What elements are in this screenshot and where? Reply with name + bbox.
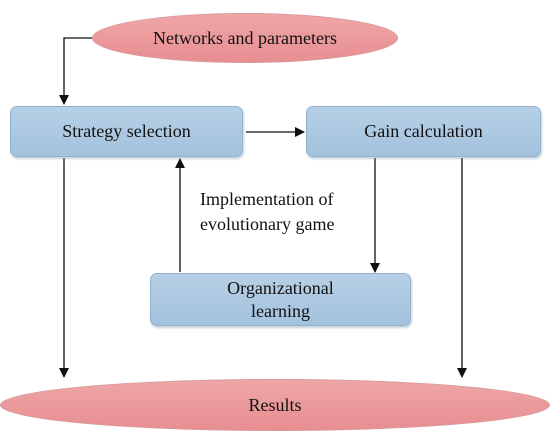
strategy-selection-label: Strategy selection: [62, 121, 191, 141]
organizational-learning-node: Organizational learning: [150, 273, 411, 326]
networks-and-parameters-node: Networks and parameters: [92, 13, 398, 63]
results-node: Results: [0, 379, 550, 431]
organizational-learning-label: Organizational learning: [227, 277, 334, 321]
networks-and-parameters-label: Networks and parameters: [153, 27, 337, 48]
results-label: Results: [248, 394, 302, 415]
strategy-selection-node: Strategy selection: [10, 106, 243, 157]
gain-calculation-node: Gain calculation: [306, 106, 541, 157]
gain-calculation-label: Gain calculation: [364, 121, 483, 141]
implementation-of-evolutionary-game-annotation: Implementation of evolutionary game: [200, 189, 335, 234]
edge-networks-to-strategy: [59, 37, 92, 105]
